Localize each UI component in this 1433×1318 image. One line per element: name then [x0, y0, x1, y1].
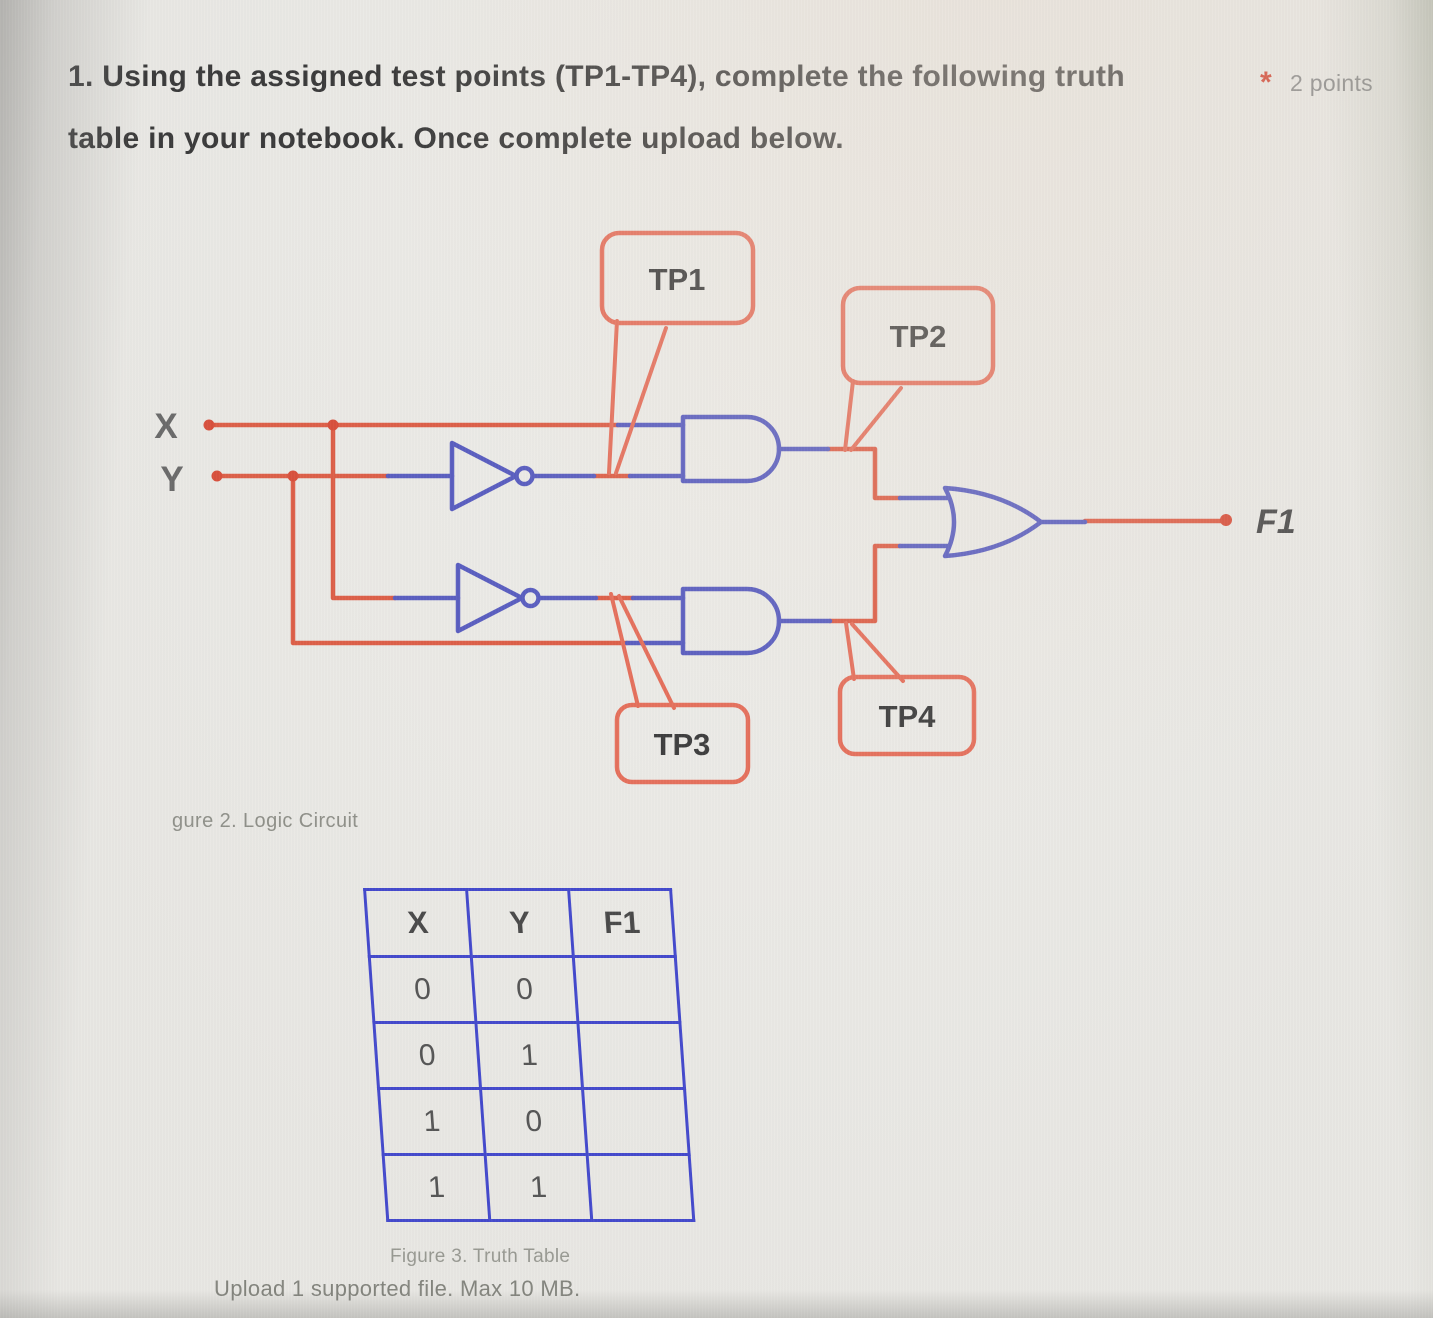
gates [449, 414, 1044, 656]
junction-dots [203, 419, 1232, 526]
table-row: 0 1 [373, 1022, 685, 1089]
cell-f1 [577, 1022, 685, 1089]
header-x: X [364, 889, 472, 957]
x-junction-dot [327, 419, 339, 431]
cell-f1 [573, 956, 680, 1023]
tp2-tail2 [849, 386, 903, 452]
input-x-label: X [154, 407, 178, 446]
tp3-tail2 [617, 594, 676, 710]
cell-y: 1 [475, 1022, 583, 1089]
truth-table: X Y F1 0 0 0 1 1 0 1 1 [363, 888, 695, 1222]
cell-f1 [587, 1154, 694, 1221]
wire-and1-to-or [825, 446, 903, 501]
truth-table-header-row: X Y F1 [364, 889, 676, 957]
cell-f1 [582, 1088, 690, 1155]
output-f1-label: F1 [1256, 503, 1296, 541]
cell-y: 0 [480, 1088, 588, 1155]
blue-wires [385, 422, 1088, 646]
not-gate-1 [449, 440, 519, 512]
figure3-caption: Figure 3. Truth Table [390, 1246, 571, 1267]
tp4-tail [844, 621, 856, 681]
y-terminal-dot [211, 470, 223, 482]
cell-x: 0 [373, 1022, 481, 1089]
tp2-tail [843, 379, 855, 452]
cell-x: 1 [383, 1154, 490, 1221]
tp1-label: TP1 [649, 262, 706, 297]
not-gate-1-bubble [514, 465, 535, 487]
tp2-label: TP2 [890, 319, 947, 354]
red-wires [206, 422, 1225, 646]
table-row: 1 0 [378, 1088, 690, 1155]
upload-hint: Upload 1 supported file. Max 10 MB. [214, 1276, 581, 1301]
or-gate [942, 485, 1044, 559]
tp1-tail2 [614, 326, 668, 475]
tp3-label: TP3 [654, 727, 711, 762]
tp1-tail [607, 319, 619, 475]
input-y-label: Y [160, 460, 183, 499]
tp-labels: TP1 TP2 TP3 TP4 [649, 262, 947, 762]
not-gate-2-bubble [520, 587, 541, 609]
cell-y: 1 [485, 1154, 592, 1221]
table-row: 1 1 [383, 1154, 694, 1221]
y-junction-dot [287, 470, 299, 482]
tp4-tail2 [850, 622, 905, 683]
wire-and2-to-or [827, 543, 903, 624]
and-gate-1 [680, 414, 782, 484]
f1-terminal-dot [1220, 514, 1232, 526]
figure2-caption: gure 2. Logic Circuit [172, 810, 359, 832]
not-gate-2 [455, 562, 525, 634]
wire-x-branch [330, 422, 398, 601]
header-f1: F1 [568, 889, 676, 957]
table-row: 0 0 [369, 956, 680, 1023]
x-terminal-dot [203, 419, 215, 431]
tp4-label: TP4 [879, 699, 937, 734]
header-y: Y [466, 889, 574, 957]
cell-y: 0 [471, 956, 578, 1023]
cell-x: 0 [369, 956, 476, 1023]
cell-x: 1 [378, 1088, 486, 1155]
and-gate-2 [680, 586, 782, 656]
